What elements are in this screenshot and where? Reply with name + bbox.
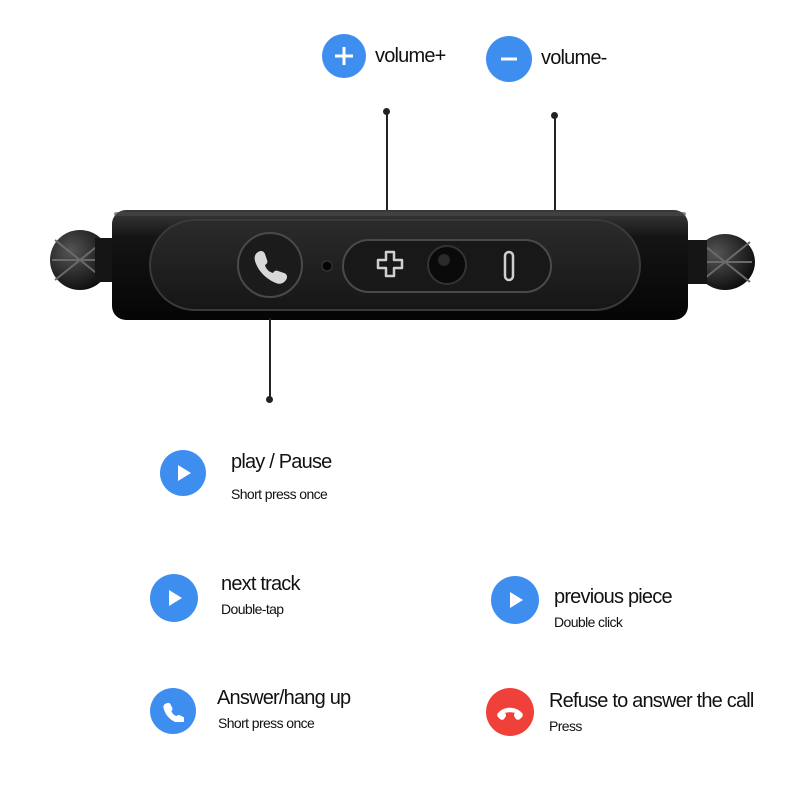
previous-piece-subtitle: Double click xyxy=(554,614,623,630)
play-pause-title: play / Pause xyxy=(231,451,332,473)
leader-dot xyxy=(266,396,273,403)
volume-up-label: volume+ xyxy=(375,45,446,67)
plus-icon xyxy=(335,47,353,65)
play-pause-badge xyxy=(160,450,206,496)
minus-icon xyxy=(501,57,517,61)
volume-up-badge xyxy=(322,34,366,78)
previous-piece-title: previous piece xyxy=(554,586,673,608)
next-track-subtitle: Double-tap xyxy=(221,601,284,617)
play-pause-subtitle: Short press once xyxy=(231,486,328,502)
answer-hangup-badge xyxy=(150,688,196,734)
refuse-call-title: Refuse to answer the call xyxy=(549,690,754,712)
leader-dot xyxy=(383,108,390,115)
play-icon xyxy=(510,592,523,608)
remote-control-illustration xyxy=(50,210,755,320)
next-track-badge xyxy=(150,574,198,622)
leader-line xyxy=(269,318,271,398)
phone-icon xyxy=(254,250,288,284)
refuse-call-badge xyxy=(486,688,534,736)
answer-hangup-subtitle: Short press once xyxy=(218,715,315,731)
leader-dot xyxy=(551,112,558,119)
answer-hangup-title: Answer/hang up xyxy=(217,687,351,709)
leader-line xyxy=(386,112,388,210)
volume-down-badge xyxy=(486,36,532,82)
next-track-title: next track xyxy=(221,573,301,595)
play-icon xyxy=(169,590,182,606)
refuse-call-subtitle: Press xyxy=(549,718,582,734)
volume-down-label: volume- xyxy=(541,47,607,69)
leader-line xyxy=(554,116,556,212)
phone-icon xyxy=(163,702,184,722)
play-icon xyxy=(178,465,191,481)
phone-hangup-icon xyxy=(497,707,523,720)
previous-piece-badge xyxy=(491,576,539,624)
